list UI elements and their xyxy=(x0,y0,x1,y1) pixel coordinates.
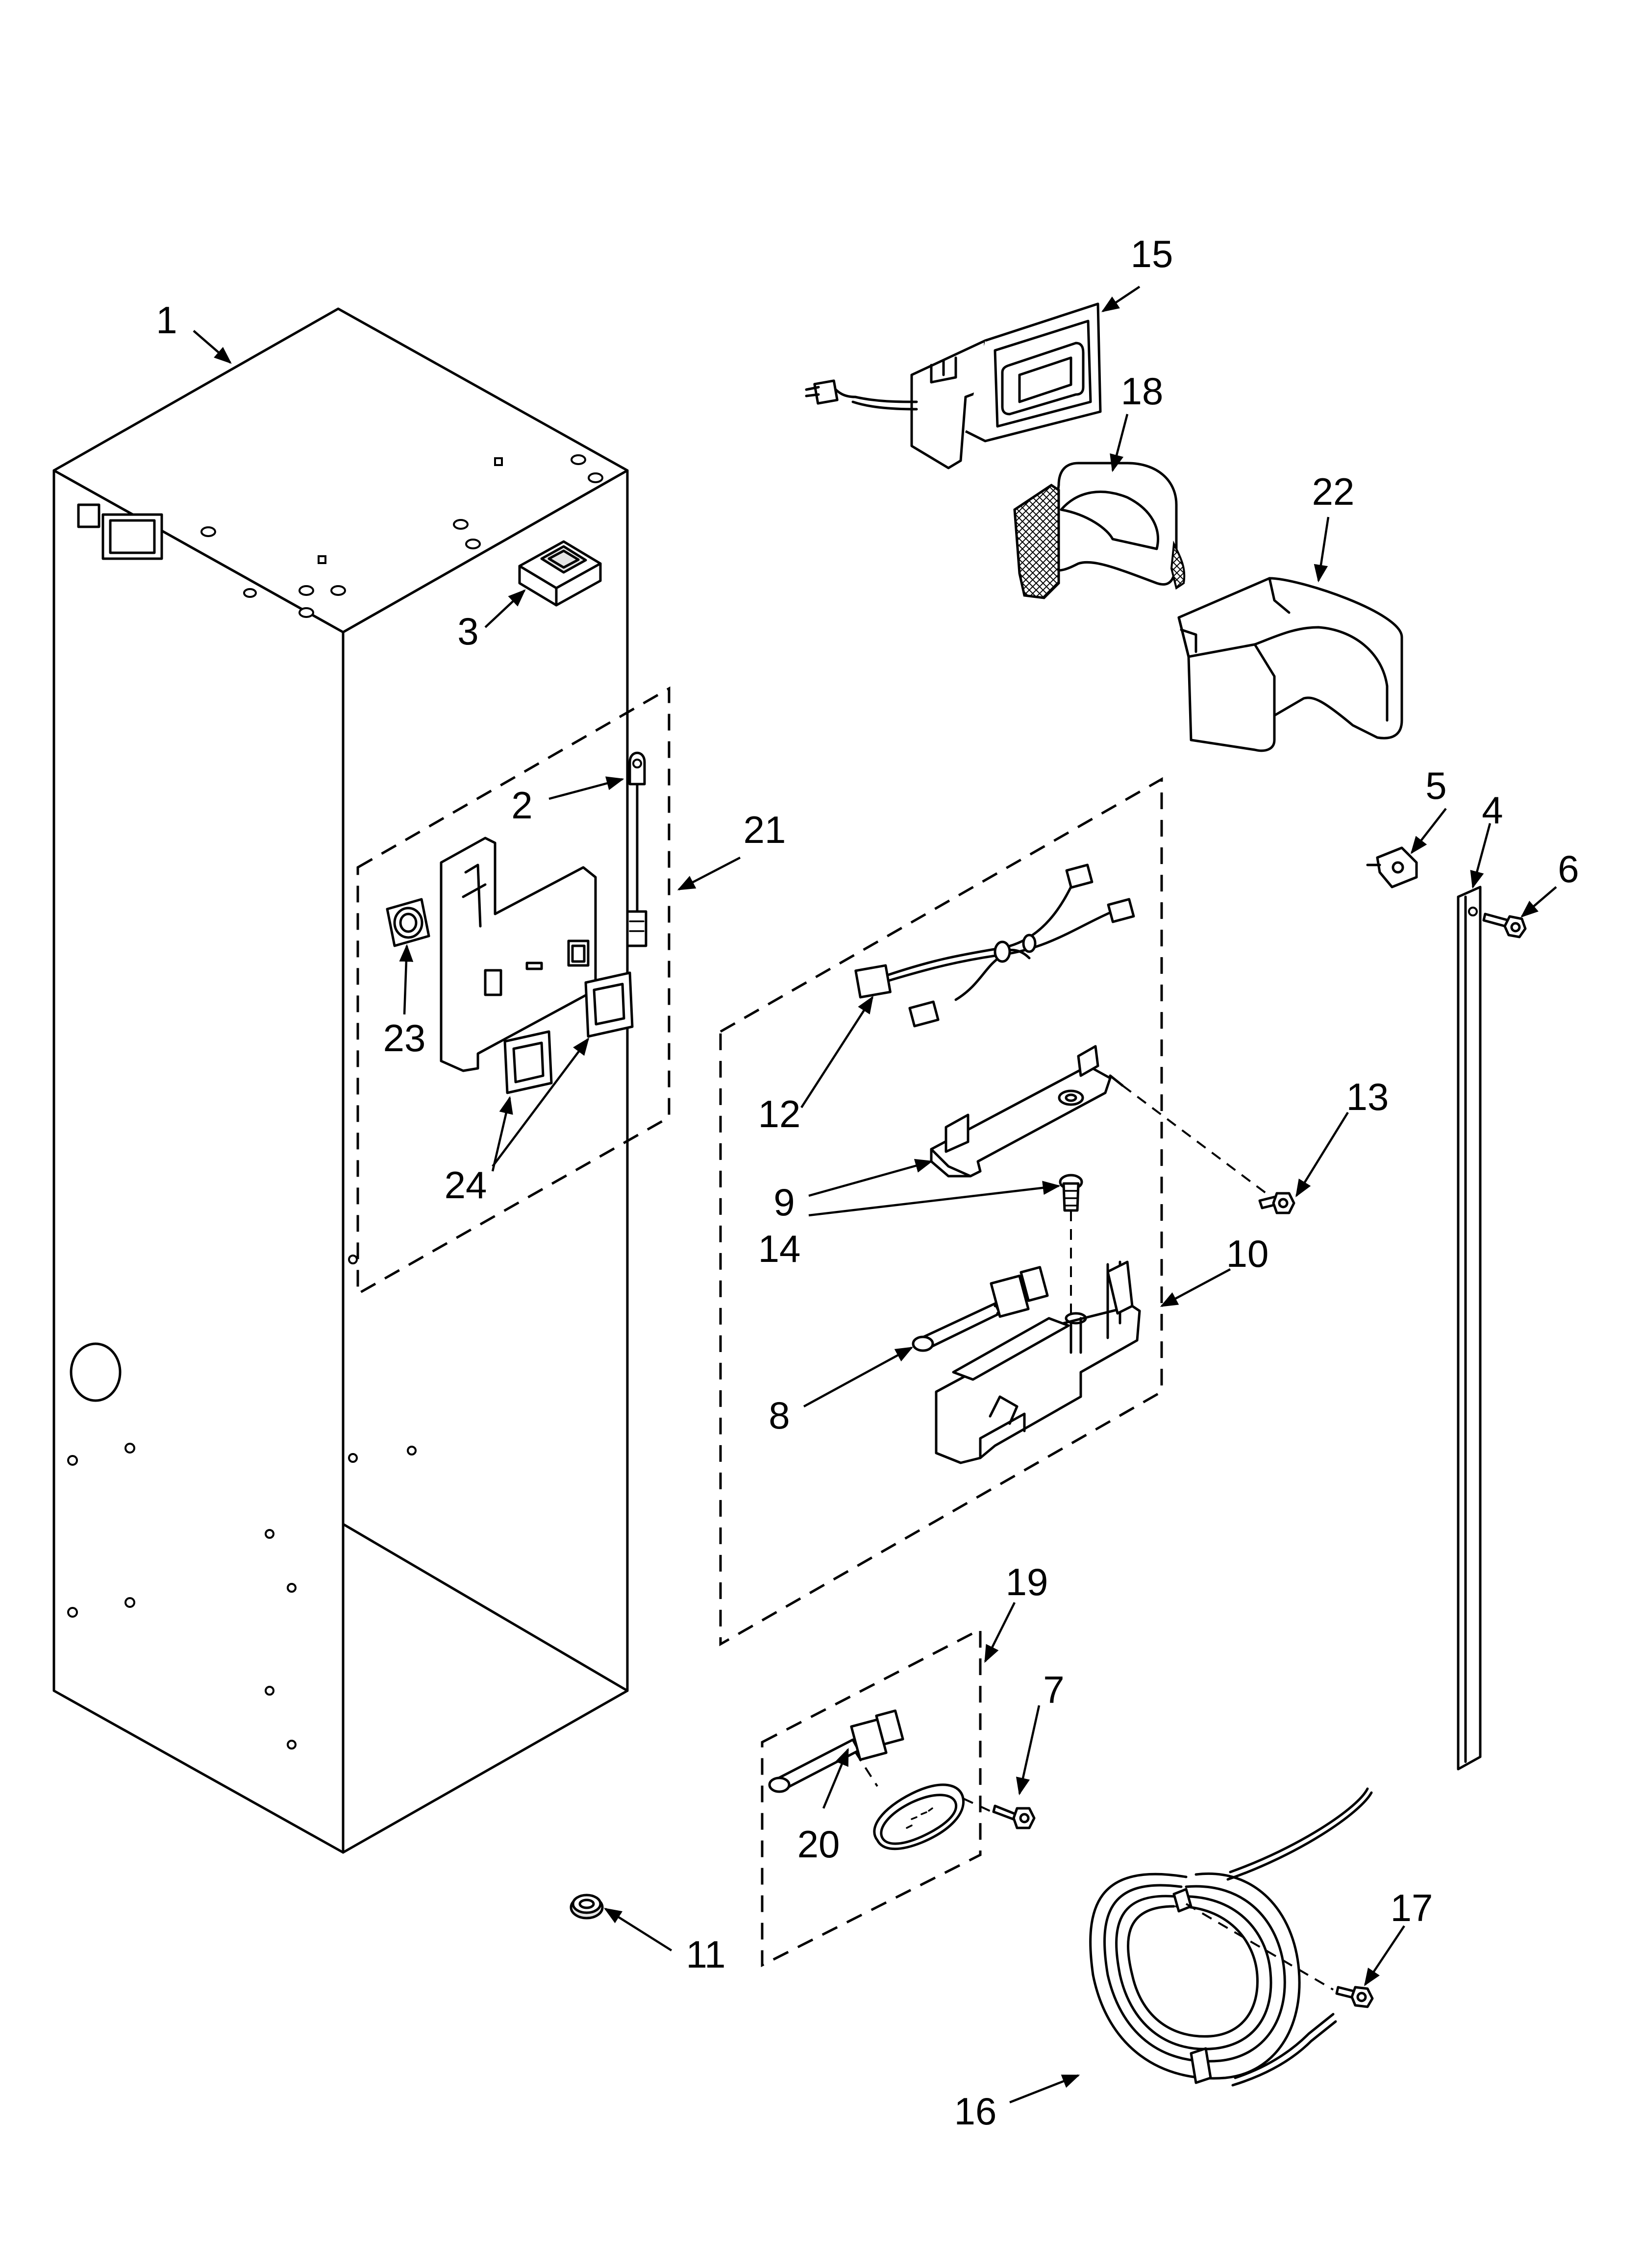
callout-5: 5 xyxy=(1425,764,1446,807)
part-13-screw xyxy=(1121,1085,1295,1214)
group-10-dashed-outline xyxy=(719,777,1163,1647)
group-19-dashed-outline xyxy=(761,1627,982,1968)
callout-19: 19 xyxy=(1006,1560,1048,1603)
part-8-thermistor xyxy=(912,1266,1049,1352)
callout-14: 14 xyxy=(758,1227,801,1270)
callout-3: 3 xyxy=(457,610,478,653)
part-15-module xyxy=(805,302,1102,469)
callout-2: 2 xyxy=(511,784,532,827)
callout-20: 20 xyxy=(797,1823,840,1866)
part-4-rail xyxy=(1457,886,1482,1771)
callout-15: 15 xyxy=(1131,232,1173,275)
part-6-screw xyxy=(1482,912,1527,938)
callout-13: 13 xyxy=(1346,1075,1389,1118)
part-5-clip xyxy=(1366,846,1418,888)
part-9-cover xyxy=(930,1045,1124,1178)
part-14-screw xyxy=(1059,1174,1083,1318)
part-7-screw xyxy=(963,1798,1036,1829)
part-18-shroud xyxy=(1013,462,1186,599)
part-3-grommet xyxy=(518,540,602,607)
callout-23: 23 xyxy=(383,1016,426,1060)
part-20-thermistor xyxy=(768,1709,904,1793)
callout-7: 7 xyxy=(1043,1668,1064,1711)
callout-4: 4 xyxy=(1482,789,1503,832)
callout-12: 12 xyxy=(758,1092,801,1135)
part-2-wire-connector xyxy=(626,751,647,947)
part-21-bracket xyxy=(440,837,597,1072)
part-22-shroud xyxy=(1177,577,1403,752)
callout-17: 17 xyxy=(1391,1886,1433,1929)
part-17-screw xyxy=(1335,1986,1374,2008)
callout-16: 16 xyxy=(954,2090,997,2133)
part-24-seals xyxy=(503,971,634,1094)
leader-lines xyxy=(193,286,1557,2104)
callout-1: 1 xyxy=(156,298,177,342)
callout-21: 21 xyxy=(744,808,786,851)
part-23-grommet xyxy=(386,898,430,947)
callout-10: 10 xyxy=(1226,1232,1269,1275)
part-10-housing xyxy=(935,1260,1141,1464)
callout-6: 6 xyxy=(1558,847,1579,890)
callout-9: 9 xyxy=(773,1181,795,1224)
callout-11: 11 xyxy=(686,1933,726,1976)
callout-24: 24 xyxy=(445,1163,487,1207)
callout-labels: 1 2 3 4 5 6 7 8 9 10 11 12 13 14 15 16 1… xyxy=(156,232,1579,2133)
part-12-wire-harness xyxy=(854,863,1135,1028)
cabinet-liner xyxy=(52,307,629,1854)
callout-18: 18 xyxy=(1121,370,1164,413)
part-16-water-tube xyxy=(1089,1787,1373,2087)
part-19-module xyxy=(854,1751,965,1850)
part-11-plug xyxy=(570,1894,604,1920)
callout-8: 8 xyxy=(769,1394,790,1437)
callout-22: 22 xyxy=(1312,470,1355,513)
